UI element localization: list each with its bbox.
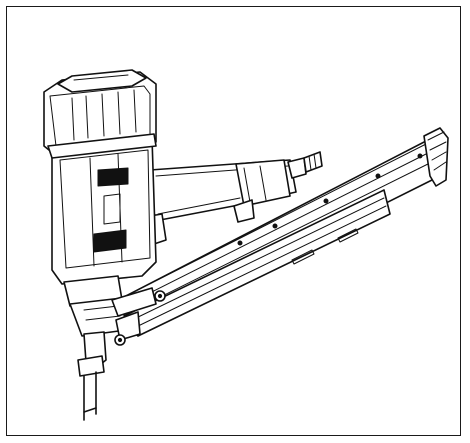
top-cap — [43, 69, 157, 159]
linkage — [111, 199, 255, 346]
cylinder-body — [51, 137, 157, 285]
handle — [147, 159, 297, 221]
magazine-end-cap — [423, 127, 449, 187]
nose-assembly — [63, 275, 127, 421]
air-fitting — [287, 151, 323, 179]
